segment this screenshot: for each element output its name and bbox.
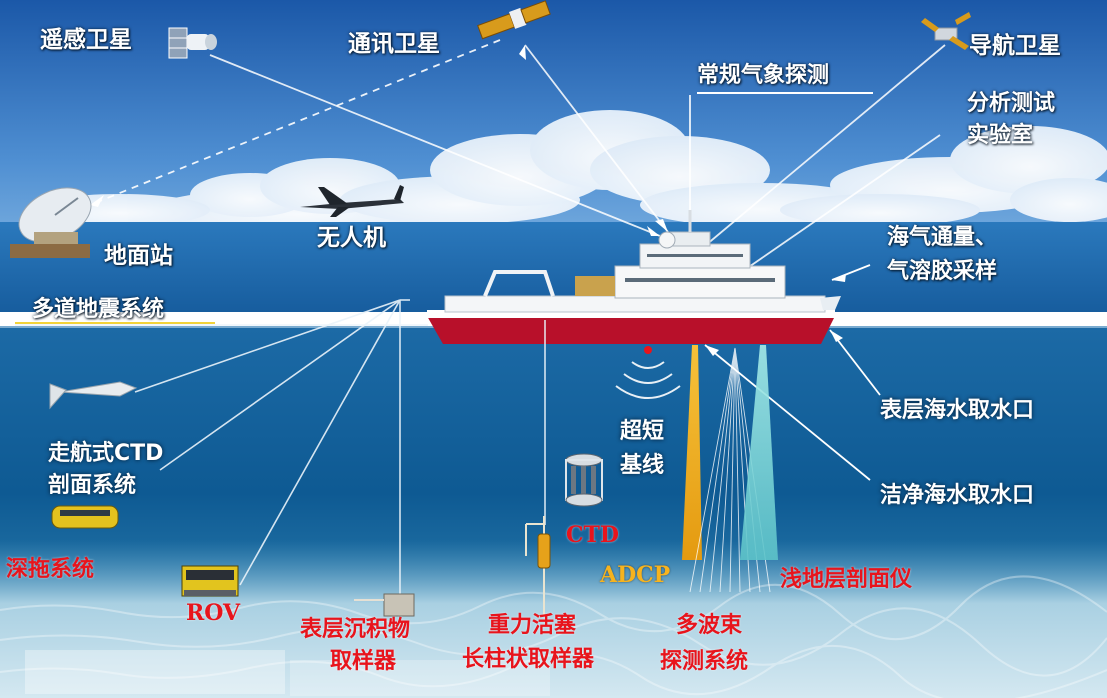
research-vessel: [427, 210, 841, 344]
underway-ctd-fish: [49, 381, 138, 410]
profiler-beam: [740, 345, 778, 560]
multibeam-label-line1: 多波束: [676, 613, 743, 638]
rov-label: ROV: [186, 600, 241, 626]
uav-label: 无人机: [317, 225, 386, 251]
uav-drone: [300, 185, 404, 217]
underway-ctd-label-line1: 走航式CTD: [48, 441, 164, 466]
deep-tow-label: 深拖系统: [6, 557, 95, 582]
remote-sensing-satellite-label: 遥感卫星: [40, 27, 132, 53]
underway-ctd-label-line2: 剖面系统: [48, 473, 137, 498]
communication-satellite-label: 通讯卫星: [348, 31, 440, 57]
lab-label-line2: 实验室: [967, 123, 1034, 148]
lab-label-line1: 分析测试: [967, 91, 1056, 116]
surface-sediment-label-line2: 取样器: [330, 649, 397, 674]
usbl-label-line1: 超短: [620, 419, 665, 444]
surface-sediment-label-line1: 表层沉积物: [300, 617, 411, 642]
seabed-ripples: [0, 575, 1107, 698]
gravity-piston-label-line1: 重力活塞: [488, 613, 577, 638]
usbl-label-line2: 基线: [620, 453, 665, 478]
surface-water-intake-label: 表层海水取水口: [880, 398, 1035, 423]
box-corer: [354, 593, 415, 617]
air-sea-flux-label-line2: 气溶胶采样: [887, 259, 998, 284]
multichannel-seismic-label: 多道地震系统: [32, 297, 165, 322]
ctd-rosette: [565, 453, 603, 507]
ground-station-label: 地面站: [104, 243, 173, 269]
usbl-arcs: [615, 361, 681, 399]
ground-station-dish: [10, 187, 92, 258]
gravity-piston-corer: [525, 516, 551, 616]
communication-satellite: [477, 0, 551, 40]
multibeam-label-line2: 探测系统: [660, 649, 749, 674]
navigation-satellite-label: 导航卫星: [969, 33, 1061, 59]
weather-observation-label: 常规气象探测: [697, 63, 830, 88]
multichannel-seismic-underline: [15, 322, 215, 324]
navigation-satellite: [921, 12, 971, 50]
clean-water-intake-label: 洁净海水取水口: [880, 483, 1035, 508]
rov-vehicle: [181, 565, 239, 597]
air-sea-flux-label-line1: 海气通量、: [887, 225, 998, 250]
ctd-label: CTD: [566, 522, 619, 548]
sub-bottom-profiler-label: 浅地层剖面仪: [780, 567, 913, 592]
adcp-label: ADCP: [600, 562, 671, 588]
weather-observation-underline: [697, 92, 873, 94]
gravity-piston-label-line2: 长柱状取样器: [462, 647, 595, 672]
tow-cables: [15, 299, 546, 600]
adcp-beam: [682, 345, 702, 560]
deep-tow-vehicle: [51, 505, 119, 529]
remote-sensing-satellite: [168, 27, 217, 59]
